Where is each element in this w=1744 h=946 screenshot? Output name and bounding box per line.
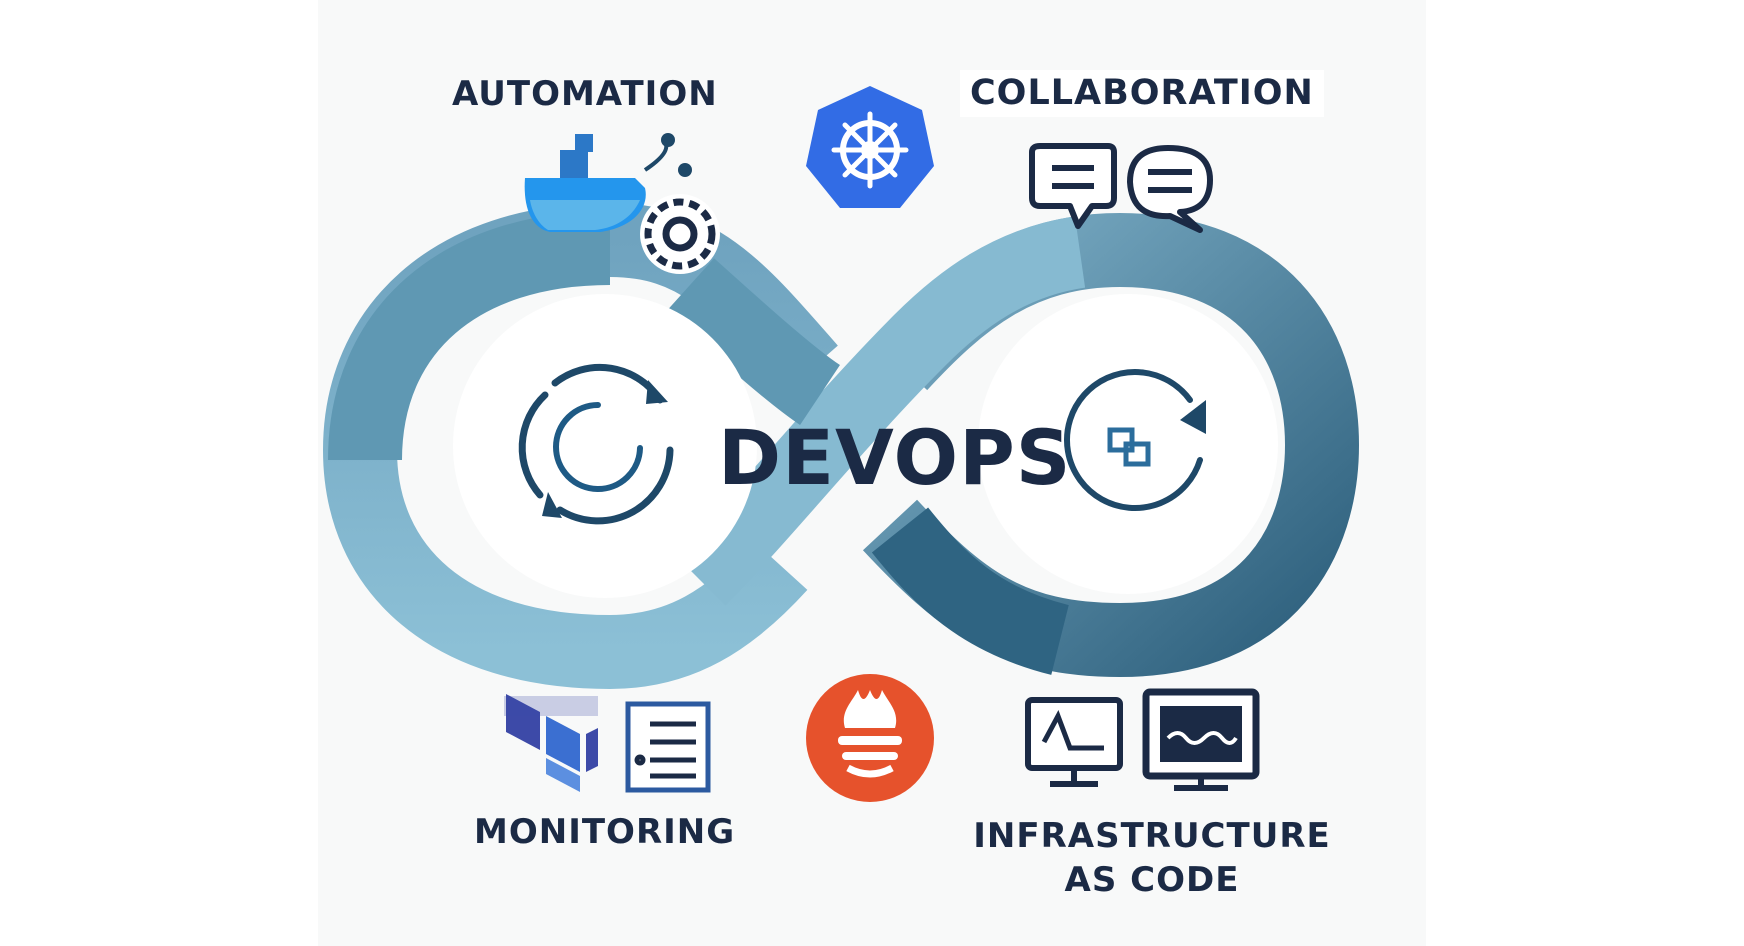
label-monitoring: MONITORING xyxy=(474,812,736,852)
prometheus-flame-icon xyxy=(806,674,934,802)
loop-crossing-dark-lower xyxy=(871,507,1070,675)
loop-left-top-arc xyxy=(328,211,611,461)
chat-bubble-icon xyxy=(1127,145,1213,233)
monitor-graph-icon xyxy=(1025,697,1123,787)
gear-icon xyxy=(640,194,720,274)
label-infrastructure-as-code: INFRASTRUCTURE AS CODE xyxy=(973,816,1331,901)
cycle-arrows-icon xyxy=(518,363,674,525)
loop-crossing-dark xyxy=(665,258,841,425)
left-inner-circle xyxy=(453,294,757,598)
chat-bubble-icon xyxy=(1029,143,1117,229)
kubernetes-helm-icon xyxy=(806,86,934,208)
loop-crossing-light xyxy=(674,216,1086,606)
sync-squares-icon xyxy=(1064,369,1206,511)
center-title: DEVOPS xyxy=(718,413,1072,502)
terraform-icon xyxy=(504,694,598,792)
docker-whale-icon xyxy=(524,133,692,232)
label-automation: AUTOMATION xyxy=(452,74,718,114)
monitor-waveform-icon xyxy=(1142,688,1260,791)
label-collaboration: COLLABORATION xyxy=(960,70,1324,117)
document-list-icon xyxy=(625,701,711,793)
